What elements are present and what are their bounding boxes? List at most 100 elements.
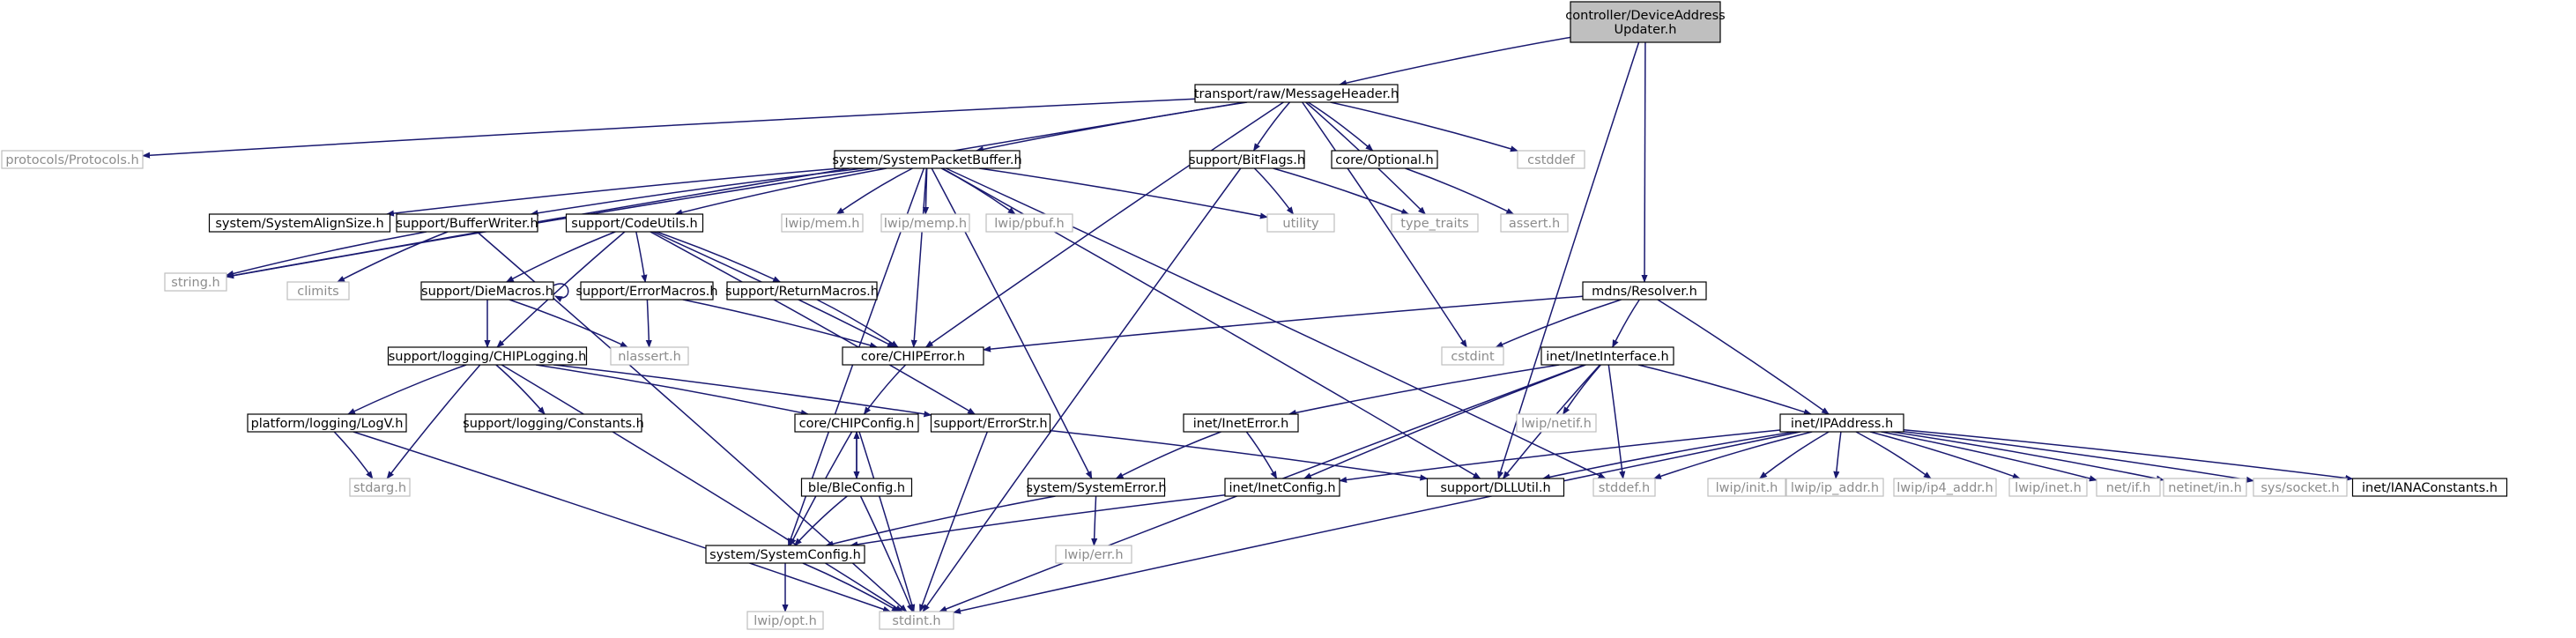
node-box: [879, 611, 954, 630]
node-constants[interactable]: support/logging/Constants.h: [463, 413, 644, 433]
node-box: [396, 213, 538, 233]
node-box: [842, 346, 984, 366]
edge-ipaddress-to-inetconfig: [1339, 429, 1781, 484]
node-label: inet/IPAddress.h: [1791, 417, 1893, 431]
node-chiplogging[interactable]: support/logging/CHIPLogging.h: [387, 346, 588, 366]
node-nlassert: nlassert.h: [610, 346, 689, 366]
edge-messageheader-to-packetbuffer: [976, 101, 1248, 152]
edge-messageheader-to-cstdint: [1302, 101, 1467, 348]
node-systemconfig[interactable]: system/SystemConfig.h: [705, 545, 865, 564]
node-box: [781, 213, 864, 233]
node-label: inet/InetError.h: [1193, 417, 1289, 431]
node-box: [1194, 84, 1399, 103]
edge-chiplogging-to-logv: [347, 364, 467, 415]
node-label: assert.h: [1509, 217, 1560, 231]
edge-bufferwriter-to-climits: [337, 231, 449, 283]
edge-packetbuffer-to-systemerror: [931, 167, 1093, 479]
node-resolver[interactable]: mdns/Resolver.h: [1582, 281, 1707, 300]
edge-systemconfig-to-stdint: [802, 562, 900, 612]
node-packetbuffer[interactable]: system/SystemPacketBuffer.h: [832, 150, 1022, 169]
edge-messageheader-to-cstddef: [1330, 101, 1518, 152]
node-box: [2096, 478, 2161, 497]
node-label: cstddef: [1527, 153, 1576, 167]
node-box: [420, 281, 554, 300]
node-label: lwip/init.h: [1716, 481, 1778, 495]
node-box: [2008, 478, 2088, 497]
edge-ipaddress-to-stdint: [953, 431, 1801, 614]
node-label: lwip/mem.h: [785, 217, 860, 231]
edge-inetinterface-to-ineterror: [1288, 364, 1560, 416]
node-label: inet/IANAConstants.h: [2362, 481, 2498, 495]
node-errorstr[interactable]: support/ErrorStr.h: [930, 413, 1051, 433]
node-codeutils[interactable]: support/CodeUtils.h: [565, 213, 704, 233]
node-box: [565, 213, 704, 233]
node-box: [930, 413, 1051, 433]
node-diemacros[interactable]: support/DieMacros.h: [420, 281, 554, 300]
node-label: nlassert.h: [618, 350, 681, 364]
node-protocols: protocols/Protocols.h: [1, 150, 144, 169]
node-alignsize[interactable]: system/SystemAlignSize.h: [208, 213, 391, 233]
edge-packetbuffer-to-utility: [978, 167, 1268, 219]
node-inetconfig[interactable]: inet/InetConfig.h: [1224, 478, 1340, 497]
edge-ipaddress-to-ip4addr: [1855, 431, 1932, 479]
node-inetinterface[interactable]: inet/InetInterface.h: [1540, 346, 1674, 366]
node-bleconfig[interactable]: ble/BleConfig.h: [800, 478, 913, 497]
node-lwipmem: lwip/mem.h: [781, 213, 864, 233]
node-ipaddress[interactable]: inet/IPAddress.h: [1779, 413, 1904, 433]
node-dllutil[interactable]: support/DLLUtil.h: [1426, 478, 1565, 497]
node-systemerror[interactable]: system/SystemError.h: [1026, 478, 1167, 497]
node-label: system/SystemPacketBuffer.h: [832, 153, 1021, 167]
node-ianaconstants[interactable]: inet/IANAConstants.h: [2351, 478, 2508, 497]
node-box: [1391, 213, 1479, 233]
edge-inetinterface-to-stddef: [1607, 364, 1626, 479]
node-label: support/CodeUtils.h: [571, 217, 697, 231]
node-label: type_traits: [1400, 217, 1468, 231]
node-errormacros[interactable]: support/ErrorMacros.h: [575, 281, 718, 300]
node-label: Updater.h: [1615, 23, 1677, 37]
node-logv[interactable]: platform/logging/LogV.h: [247, 413, 407, 433]
node-box: [1540, 346, 1674, 366]
node-label: string.h: [171, 276, 219, 290]
node-label: lwip/pbuf.h: [994, 217, 1064, 231]
dependency-edges: [142, 36, 2354, 614]
edge-packetbuffer-to-alignsize: [386, 167, 841, 217]
node-ineterror[interactable]: inet/InetError.h: [1183, 413, 1299, 433]
node-box: [1707, 478, 1786, 497]
edge-bleconfig-to-stdint: [859, 495, 914, 612]
node-chipconfig[interactable]: core/CHIPConfig.h: [794, 413, 919, 433]
node-optional[interactable]: core/Optional.h: [1331, 150, 1438, 169]
node-bitflags[interactable]: support/BitFlags.h: [1189, 150, 1305, 169]
node-label: support/logging/CHIPLogging.h: [389, 350, 587, 364]
node-lwiperr: lwip/err.h: [1055, 545, 1132, 564]
node-label: core/Optional.h: [1335, 153, 1433, 167]
node-label: ble/BleConfig.h: [808, 481, 905, 495]
edge-root-to-resolver: [1641, 41, 1648, 283]
edge-bitflags-to-typetraits: [1273, 167, 1410, 215]
edge-ipaddress-to-netinetin: [1891, 431, 2164, 482]
edge-chiplogging-to-constants: [495, 364, 546, 415]
node-returnmacros[interactable]: support/ReturnMacros.h: [725, 281, 879, 300]
node-box: [834, 150, 1021, 169]
edge-codeutils-to-diemacros: [505, 231, 616, 283]
node-box: [286, 281, 350, 300]
node-bufferwriter[interactable]: support/BufferWriter.h: [396, 213, 538, 233]
node-label: support/logging/Constants.h: [463, 417, 644, 431]
node-label: lwip/memp.h: [884, 217, 967, 231]
node-label: climits: [297, 285, 338, 299]
edge-codeutils-to-returnmacros: [656, 231, 782, 283]
node-label: system/SystemAlignSize.h: [215, 217, 383, 231]
edge-inetinterface-to-inetconfig: [1303, 364, 1586, 479]
file-nodes: controller/DeviceAddressUpdater.htranspo…: [1, 1, 2508, 630]
node-box: [610, 346, 689, 366]
node-chiperror[interactable]: core/CHIPError.h: [842, 346, 984, 366]
edge-codeutils-to-errormacros: [635, 231, 648, 283]
node-box: [1183, 413, 1299, 433]
node-messageheader[interactable]: transport/raw/MessageHeader.h: [1194, 84, 1399, 103]
edge-inetconfig-to-systemconfig: [850, 494, 1226, 548]
edge-chiplogging-to-chipconfig: [535, 364, 809, 416]
node-box: [1570, 1, 1721, 43]
node-label: sys/socket.h: [2260, 481, 2339, 495]
node-ipaddr: lwip/ip_addr.h: [1785, 478, 1884, 497]
node-label: support/ErrorStr.h: [933, 417, 1047, 431]
